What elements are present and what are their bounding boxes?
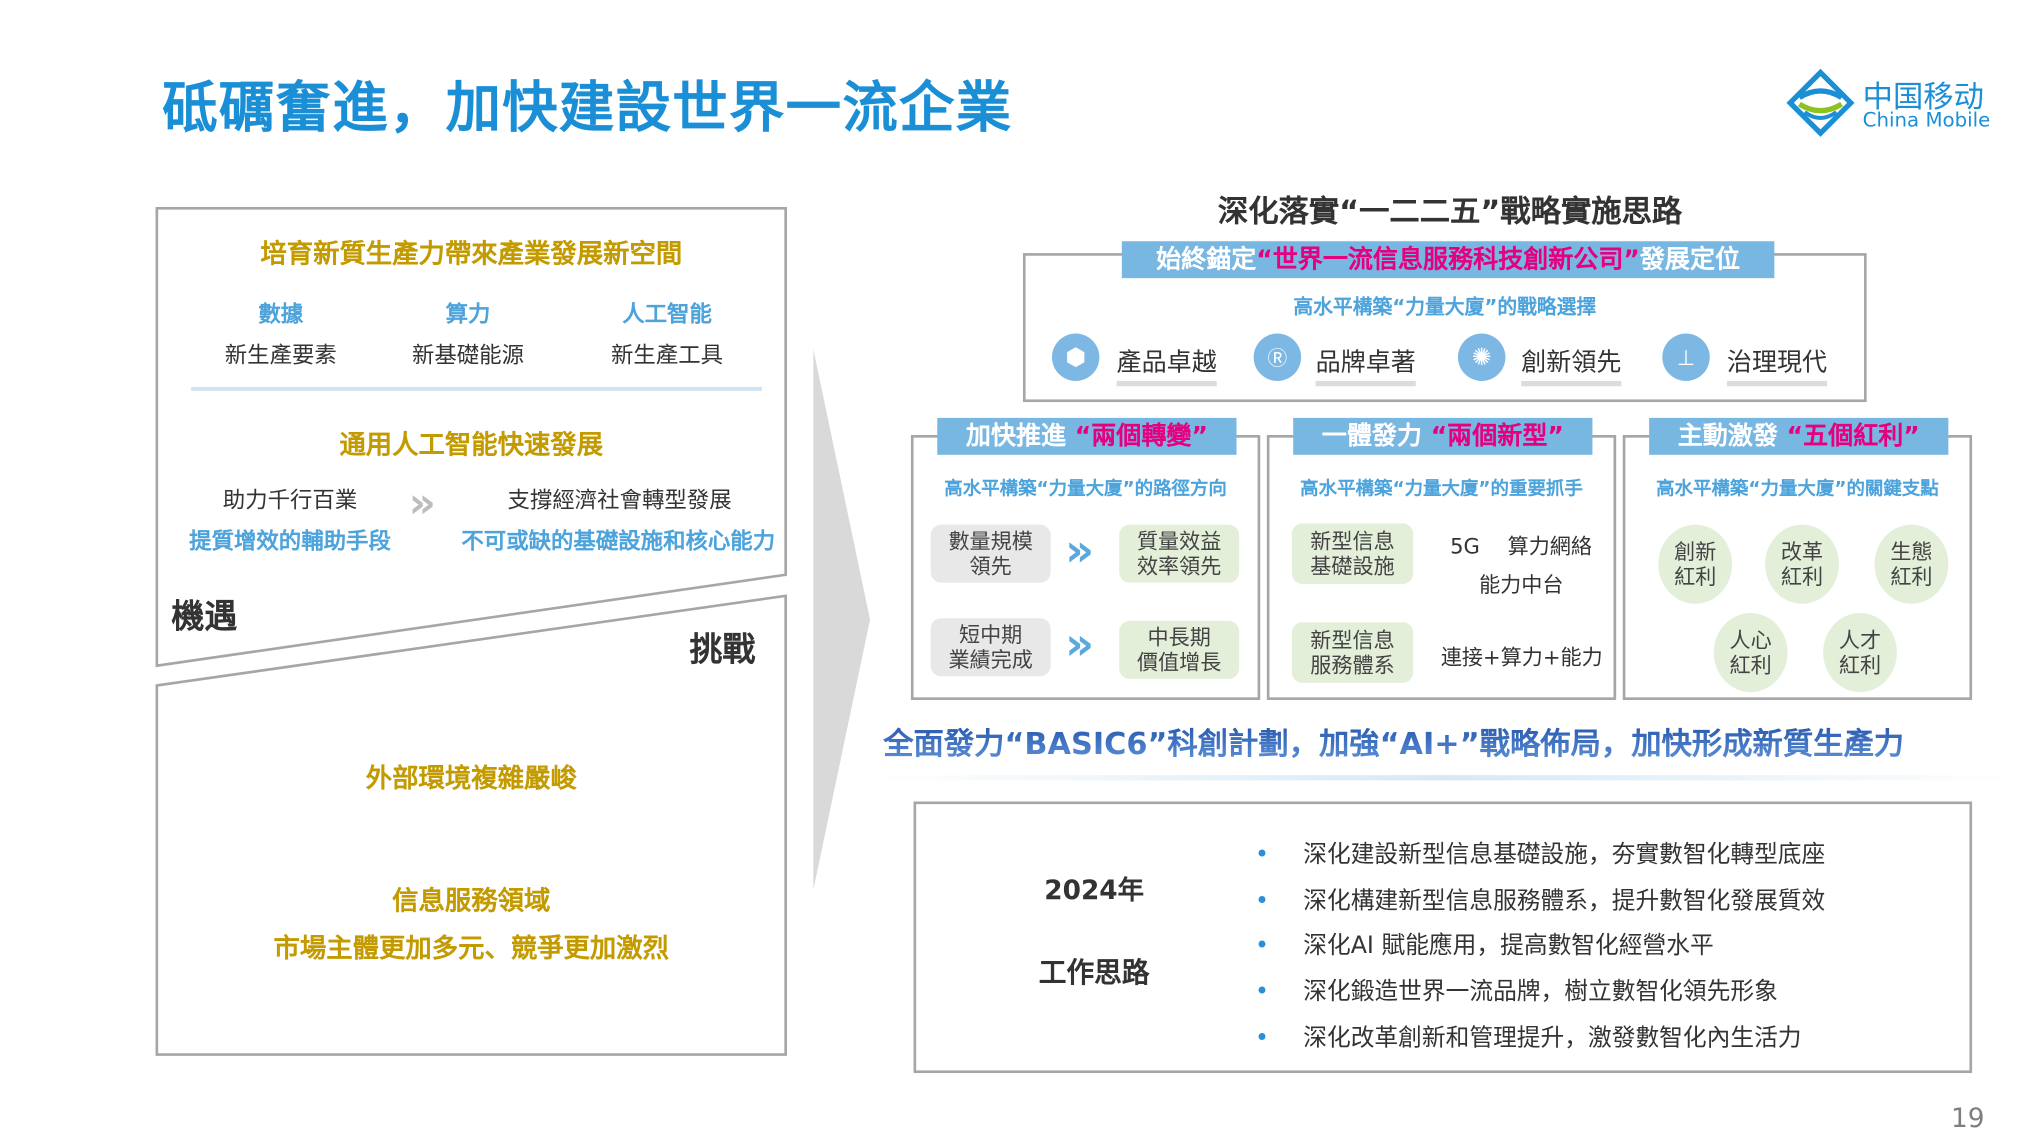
header-pre: 一體發力 <box>1321 421 1422 451</box>
column-sub: 高水平構築“力量大廈”的重要抓手 <box>1300 478 1583 500</box>
column-sub: 高水平構築“力量大廈”的關鍵支點 <box>1656 478 1939 500</box>
challenge-1: 外部環境複雜嚴峻 <box>365 761 577 794</box>
bar-mid: “世界一流信息服務科技創新公司” <box>1256 245 1640 275</box>
work-label: 工作思路 <box>1038 957 1150 989</box>
work-item-text: 深化改革創新和管理提升，激發數智化內生活力 <box>1303 1024 1802 1052</box>
infra-text: 5G 算力網絡 <box>1450 533 1593 559</box>
strategy-title: 深化落實“一二二五”戰略實施思路 <box>1217 195 1683 230</box>
banner-divider <box>876 775 2013 781</box>
page-number: 19 <box>1950 1102 1985 1134</box>
header-mid: “兩個新型” <box>1430 421 1564 451</box>
infra-box: 新型信息 基礎設施 <box>1291 523 1414 584</box>
chevron-right-icon: » <box>408 477 436 528</box>
to-top: 支撐經濟社會轉型發展 <box>507 487 732 515</box>
header-mid: “五個紅利” <box>1786 421 1920 451</box>
dividend-circle: 人心 紅利 <box>1713 612 1788 693</box>
header-pre: 主動激發 <box>1677 421 1778 451</box>
service-box: 新型信息 服務體系 <box>1291 622 1414 683</box>
challenge-2b: 市場主體更加多元、競爭更加激烈 <box>273 931 670 964</box>
header-pre: 加快推進 <box>965 421 1067 451</box>
column-header: 一體發力 “兩個新型” <box>1293 417 1593 455</box>
dividend-circle: 人才 紅利 <box>1823 612 1897 693</box>
dividend-circle: 創新 紅利 <box>1658 524 1733 604</box>
work-item-text: 深化建設新型信息基礎設施，夯實數智化轉型底座 <box>1303 841 1826 869</box>
chevron-right-icon: » <box>1065 618 1094 671</box>
positioning-bar: 始終錨定“世界一流信息服務科技創新公司”發展定位 <box>1121 241 1775 279</box>
from-top: 助力千行百業 <box>222 487 358 515</box>
opportunity-label: 機遇 <box>171 597 238 636</box>
logo-en: China Mobile <box>1862 108 1991 132</box>
pillar-key: 算力 <box>445 301 491 329</box>
china-mobile-logo: 中国移动 China Mobile <box>1786 68 1990 143</box>
item-label: 品牌卓著 <box>1315 343 1416 387</box>
heading-new-space: 培育新質生產力帶來產業發展新空間 <box>260 237 683 269</box>
work-item: •深化AI 賦能應用，提高數智化經營水平 <box>1254 931 1714 960</box>
work-item-text: 深化鍛造世界一流品牌，樹立數智化領先形象 <box>1303 978 1778 1006</box>
heading-ai: 通用人工智能快速發展 <box>339 428 604 461</box>
work-item-text: 深化AI 賦能應用，提高數智化經營水平 <box>1303 931 1714 960</box>
to-box: 質量效益 效率領先 <box>1119 524 1240 583</box>
column-header: 主動激發 “五個紅利” <box>1649 417 1949 455</box>
lightbulb-icon: ✺ <box>1457 333 1506 381</box>
org-chart-icon: ⊥ <box>1662 333 1710 381</box>
column-sub: 高水平構築“力量大廈”的路徑方向 <box>944 478 1227 500</box>
positioning-sub: 高水平構築“力量大廈”的戰略選擇 <box>1293 295 1597 320</box>
dividend-circle: 改革 紅利 <box>1765 524 1839 604</box>
registered-icon: Ⓡ <box>1253 333 1302 381</box>
work-item: •深化改革創新和管理提升，激發數智化內生活力 <box>1254 1024 1802 1052</box>
from-box: 短中期 業績完成 <box>930 618 1051 677</box>
work-item-text: 深化構建新型信息服務體系，提升數智化發展質效 <box>1303 887 1826 915</box>
logo-cn: 中国移动 <box>1862 80 1984 115</box>
challenge-label: 挑戰 <box>689 630 756 669</box>
logo-icon <box>1786 68 1855 137</box>
bar-post: 發展定位 <box>1639 245 1741 275</box>
chevron-right-icon: » <box>1065 524 1094 578</box>
pillar-value: 新生產工具 <box>611 342 724 370</box>
dividend-circle: 生態 紅利 <box>1874 524 1949 604</box>
from-box: 數量規模 領先 <box>930 524 1051 583</box>
infra-text: 能力中台 <box>1479 572 1564 598</box>
from-bottom: 提質增效的輔助手段 <box>189 528 391 555</box>
pillar-value: 新基礎能源 <box>411 342 525 370</box>
work-item: •深化構建新型信息服務體系，提升數智化發展質效 <box>1254 887 1826 915</box>
strategy-banner: 全面發力“BASIC6”科創計劃，加強“AI+”戰略佈局，加快形成新質生產力 <box>883 718 1904 763</box>
challenge-2a: 信息服務領域 <box>392 884 551 917</box>
item-label: 創新領先 <box>1521 343 1622 387</box>
pillar-value: 新生產要素 <box>224 342 337 370</box>
pillar-key: 數據 <box>258 301 304 329</box>
item-label: 產品卓越 <box>1116 343 1217 387</box>
work-item: •深化鍛造世界一流品牌，樹立數智化領先形象 <box>1254 978 1778 1006</box>
page-title: 砥礪奮進，加快建設世界一流企業 <box>162 75 1013 140</box>
to-bottom: 不可或缺的基礎設施和核心能力 <box>461 528 776 555</box>
work-plan-box <box>913 801 1973 1074</box>
to-box: 中長期 價值增長 <box>1119 620 1240 679</box>
service-text: 連接+算力+能力 <box>1440 644 1603 670</box>
big-arrow <box>813 349 871 890</box>
column-header: 加快推進 “兩個轉變” <box>937 417 1237 455</box>
item-label: 治理現代 <box>1726 343 1828 387</box>
work-item: •深化建設新型信息基礎設施，夯實數智化轉型底座 <box>1254 841 1826 869</box>
pillar-key: 人工智能 <box>622 301 712 329</box>
work-year: 2024年 <box>1044 873 1145 906</box>
header-mid: “兩個轉變” <box>1074 421 1208 451</box>
cube-icon: ⬢ <box>1051 333 1100 381</box>
bar-pre: 始終錨定 <box>1156 245 1257 275</box>
